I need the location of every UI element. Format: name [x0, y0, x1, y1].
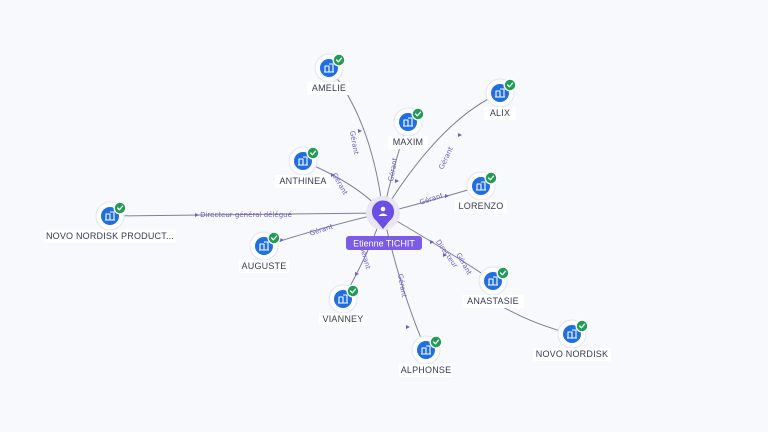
building-icon — [298, 156, 308, 166]
building-icon — [567, 329, 577, 339]
edge-arrow-anastasie — [430, 240, 434, 244]
building-icon — [105, 211, 115, 221]
building-icon — [495, 88, 505, 98]
company-node-label: ANASTASIE — [467, 296, 519, 306]
company-node-label: ALIX — [490, 108, 510, 118]
verified-check-icon — [503, 78, 517, 92]
edge-label-lorenzo: Gérant — [419, 191, 445, 206]
edge-arrow-auguste — [280, 238, 284, 242]
center-node[interactable]: Etienne TICHIT — [346, 196, 422, 250]
company-node-auguste[interactable]: AUGUSTE — [239, 231, 289, 274]
edge-arrow-alix — [458, 133, 462, 137]
building-icon — [403, 117, 413, 127]
company-node-amelie[interactable]: AMELIE — [307, 53, 351, 96]
company-node-novo-nordisk[interactable]: NOVO NORDISK — [533, 319, 611, 362]
center-node-label: Etienne TICHIT — [353, 239, 415, 249]
edge-amelie — [328, 67, 384, 214]
verified-check-icon — [429, 335, 443, 349]
verified-check-icon — [346, 284, 360, 298]
edge-label-anthinea: Gérant — [330, 172, 349, 197]
edge-arrow-alphonse — [406, 325, 410, 329]
edge-label-amelie: Gérant — [348, 130, 360, 155]
company-node-vianney[interactable]: VIANNEY — [319, 284, 367, 327]
edge-arrow-lorenzo — [445, 194, 449, 198]
edge-label-alphonse: Gérant — [396, 273, 408, 298]
edge-novo-nordisk-product — [109, 212, 384, 217]
company-node-label: VIANNEY — [323, 314, 364, 324]
building-icon — [338, 294, 348, 304]
edge-alix — [382, 92, 501, 214]
building-icon — [476, 181, 486, 191]
company-node-label: NOVO NORDISK — [536, 349, 608, 359]
edge-arrow-amelie — [358, 129, 362, 133]
company-node-alix[interactable]: ALIX — [484, 78, 517, 121]
edge-label-novo-nordisk-product: Directeur général délégué — [200, 211, 292, 219]
verified-check-icon — [332, 53, 346, 67]
company-node-label: ALPHONSE — [401, 365, 452, 375]
company-node-lorenzo[interactable]: LORENZO — [455, 171, 507, 214]
company-node-label: MAXIM — [393, 137, 424, 147]
company-node-anthinea[interactable]: ANTHINEA — [275, 146, 331, 189]
edge-arrow-novo-nordisk-product — [195, 213, 199, 217]
edge-label-maxim: Gérant — [387, 157, 399, 182]
company-node-novo-nordisk-product[interactable]: NOVO NORDISK PRODUCT... — [44, 201, 176, 244]
edge-arrow-vianney — [355, 272, 359, 276]
company-node-anastasie[interactable]: ANASTASIE — [462, 266, 524, 309]
company-node-label: AMELIE — [312, 83, 346, 93]
edge-arrow-maxim — [395, 179, 399, 183]
edge-label-auguste: Gérant — [309, 222, 335, 237]
verified-check-icon — [484, 171, 498, 185]
company-node-maxim[interactable]: MAXIM — [388, 107, 428, 150]
company-node-alphonse[interactable]: ALPHONSE — [399, 335, 453, 378]
building-icon — [421, 345, 431, 355]
verified-check-icon — [575, 319, 589, 333]
company-node-label: AUGUSTE — [242, 261, 287, 271]
edge-arrow-anthinea — [331, 173, 335, 177]
company-node-label: NOVO NORDISK PRODUCT... — [46, 231, 174, 241]
verified-check-icon — [306, 146, 320, 160]
verified-check-icon — [267, 231, 281, 245]
company-node-label: ANTHINEA — [279, 176, 326, 186]
company-node-label: LORENZO — [459, 201, 504, 211]
verified-check-icon — [496, 266, 510, 280]
edge-alphonse — [382, 212, 427, 351]
verified-check-icon — [113, 201, 127, 215]
building-icon — [324, 63, 334, 73]
building-icon — [488, 276, 498, 286]
verified-check-icon — [411, 107, 425, 121]
edge-label-alix: Gérant — [437, 145, 455, 170]
building-icon — [259, 241, 269, 251]
edge-arrow-novo-nordisk — [443, 253, 447, 257]
person-icon — [378, 206, 388, 216]
